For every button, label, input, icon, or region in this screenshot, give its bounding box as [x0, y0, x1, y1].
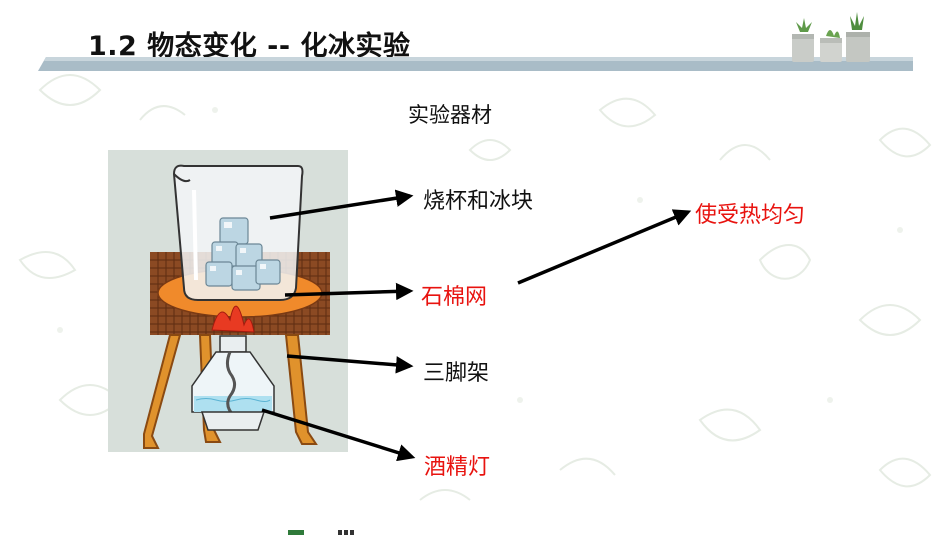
- label-tripod: 三脚架: [423, 361, 490, 386]
- arrow-purpose: [517, 209, 692, 285]
- arrow-gauze: [284, 282, 414, 301]
- tripod-leg-left: [143, 334, 182, 449]
- title-underline-bar: [38, 57, 913, 71]
- apparatus-illustration: [108, 150, 348, 452]
- label-even-heating: 使受热均匀: [695, 203, 806, 228]
- label-gauze: 石棉网: [421, 285, 488, 310]
- potted-succulents-icon: [792, 12, 870, 62]
- section-subtitle: 实验器材: [408, 103, 492, 127]
- flame: [211, 305, 255, 333]
- tripod-leg-right: [284, 334, 318, 445]
- arrow-beaker: [269, 189, 414, 220]
- arrow-tripod: [286, 354, 414, 374]
- footer-decoration: [288, 530, 354, 535]
- slide-title: 1.2 物态变化 -- 化冰实验: [88, 31, 411, 62]
- label-alcohol-lamp: 酒精灯: [424, 455, 491, 480]
- label-beaker-and-ice: 烧杯和冰块: [423, 189, 534, 214]
- arrow-lamp: [261, 408, 416, 462]
